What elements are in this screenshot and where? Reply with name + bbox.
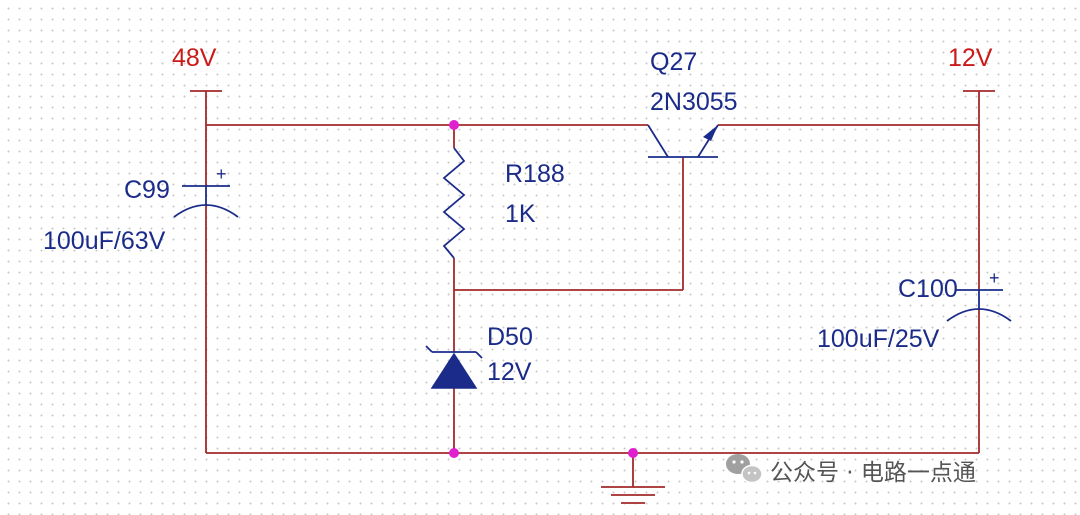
capacitor-c100 — [946, 289, 1012, 322]
watermark-text: 公众号 · 电路一点通 — [770, 460, 976, 486]
ground-symbol — [601, 453, 665, 504]
d50-value: 12V — [487, 358, 532, 386]
junction-top — [449, 120, 459, 130]
d50-ref: D50 — [487, 323, 533, 351]
c99-value: 100uF/63V — [43, 227, 166, 255]
r188-ref: R188 — [505, 160, 565, 188]
power-label-12v: 12V — [948, 44, 993, 72]
c100-value: 100uF/25V — [817, 325, 940, 353]
c99-ref: C99 — [124, 176, 170, 204]
power-symbol-12v — [963, 90, 995, 125]
c100-ref: C100 — [898, 275, 958, 303]
junction-ground — [628, 448, 638, 458]
junction-bottom-center — [449, 448, 459, 458]
c100-polarity-mark: + — [989, 268, 1000, 288]
power-label-48v: 48V — [172, 44, 217, 72]
resistor-r188 — [442, 147, 466, 259]
r188-value: 1K — [505, 200, 536, 228]
capacitor-c99 — [173, 185, 239, 218]
wechat-logo-icon — [726, 454, 763, 484]
c99-polarity-mark: + — [216, 164, 227, 184]
zener-diode-d50 — [425, 345, 483, 389]
power-symbol-48v — [190, 90, 222, 125]
transistor-q27 — [647, 124, 719, 158]
q27-ref: Q27 — [650, 48, 697, 76]
q27-part: 2N3055 — [650, 88, 738, 116]
